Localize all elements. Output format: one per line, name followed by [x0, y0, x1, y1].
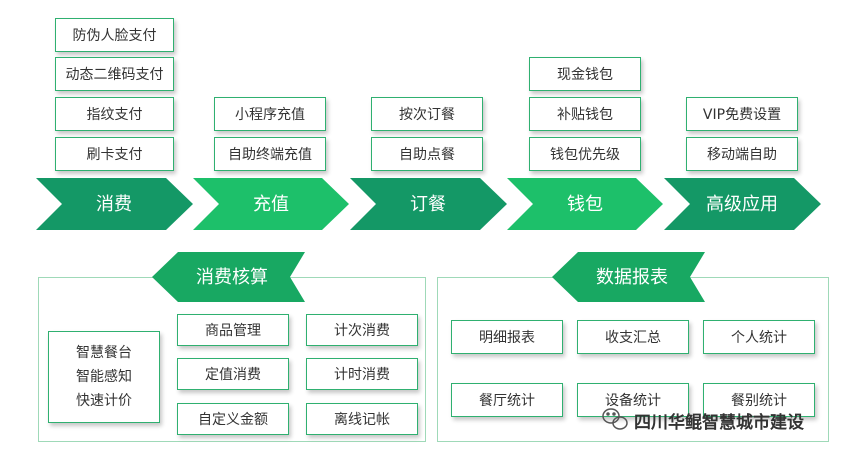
report-item: 个人统计	[703, 320, 815, 354]
wallet-item: 补贴钱包	[529, 97, 641, 131]
recharge-item: 小程序充值	[214, 97, 326, 131]
arrow-consume	[36, 178, 193, 230]
accounting-item: 计次消费	[306, 314, 418, 346]
consume-item: 刷卡支付	[55, 137, 174, 171]
wallet-item: 现金钱包	[529, 57, 641, 91]
reports-title: 数据报表	[596, 267, 668, 288]
consume-item: 动态二维码支付	[55, 57, 174, 91]
report-item: 设备统计	[577, 383, 689, 417]
recharge-item: 自助终端充值	[214, 137, 326, 171]
order-item: 自助点餐	[371, 137, 483, 171]
order-item: 按次订餐	[371, 97, 483, 131]
accounting-item: 离线记帐	[306, 403, 418, 435]
accounting-title: 消费核算	[196, 267, 268, 288]
accounting-feature: 智慧餐台	[76, 345, 132, 361]
advanced-item: VIP免费设置	[686, 97, 798, 131]
reports-title-arrow	[552, 252, 705, 302]
arrow-consume-label: 消费	[96, 194, 132, 215]
accounting-feature: 智能感知	[76, 369, 132, 385]
arrow-advanced-label: 高级应用	[706, 194, 778, 215]
report-item: 收支汇总	[577, 320, 689, 354]
accounting-item: 定值消费	[177, 358, 289, 390]
report-item: 餐别统计	[703, 383, 815, 417]
consume-item: 防伪人脸支付	[55, 18, 174, 52]
arrow-wallet-label: 钱包	[567, 194, 603, 215]
accounting-item: 计时消费	[306, 358, 418, 390]
arrow-wallet	[507, 178, 663, 230]
accounting-feature: 快速计价	[76, 393, 132, 409]
accounting-feature-stack: 智慧餐台 智能感知 快速计价	[48, 331, 160, 423]
arrow-order	[350, 178, 507, 230]
arrow-advanced	[664, 178, 821, 230]
arrow-order-label: 订餐	[410, 194, 446, 215]
watermark-text: 四川华鲲智慧城市建设	[634, 413, 804, 433]
advanced-item: 移动端自助	[686, 137, 798, 171]
accounting-item: 自定义金额	[177, 403, 289, 435]
report-item: 餐厅统计	[451, 383, 563, 417]
arrow-recharge-label: 充值	[253, 194, 289, 215]
arrow-recharge	[193, 178, 349, 230]
wallet-item: 钱包优先级	[529, 137, 641, 171]
accounting-title-arrow	[152, 252, 305, 302]
consume-item: 指纹支付	[55, 97, 174, 131]
wechat-icon	[602, 408, 628, 430]
accounting-item: 商品管理	[177, 314, 289, 346]
report-item: 明细报表	[451, 320, 563, 354]
